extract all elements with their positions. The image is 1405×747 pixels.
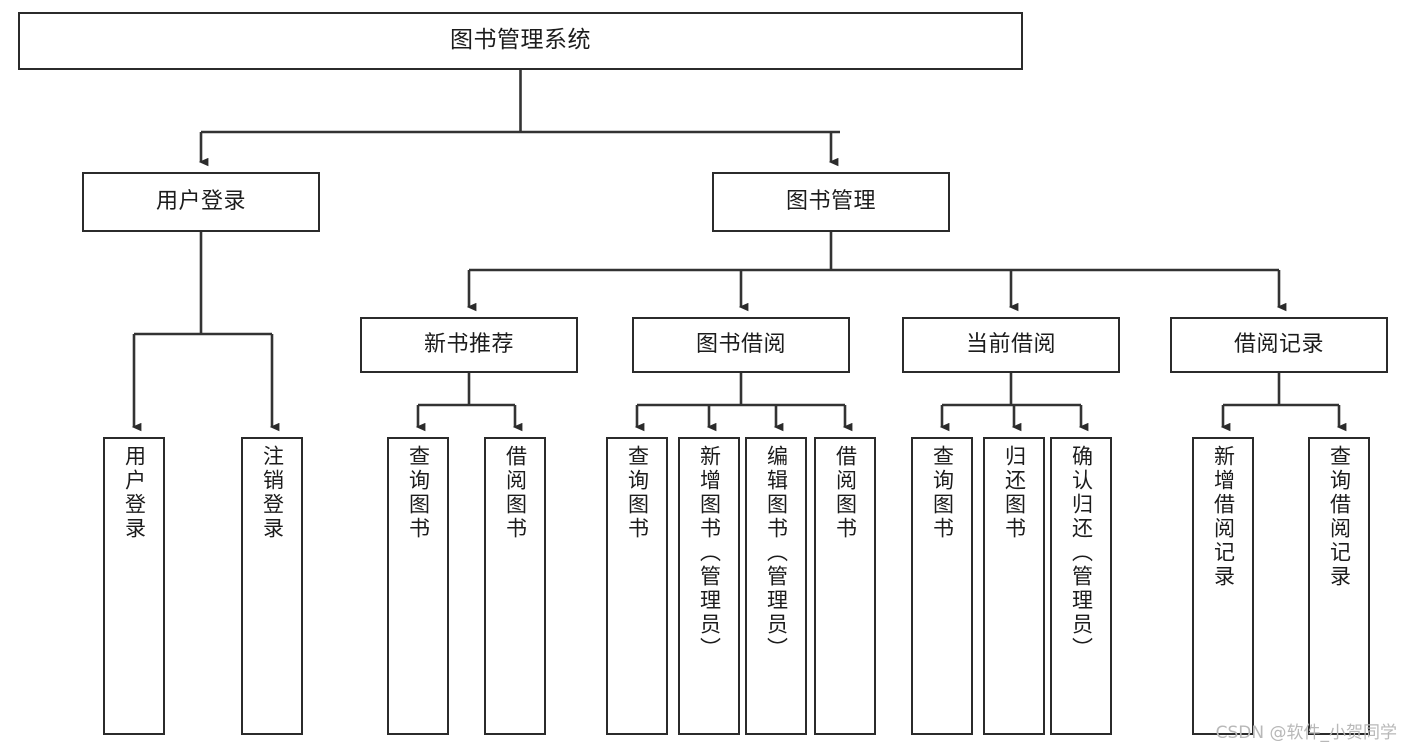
node-book-management-label: 图书管理 bbox=[785, 189, 876, 215]
node-leaf-query-borrow-record[interactable]: 查询借阅记录 bbox=[1308, 437, 1370, 735]
watermark-credit: CSDN @软件_小贺同学 bbox=[1215, 723, 1397, 743]
node-new-book-recommend-label: 新书推荐 bbox=[423, 332, 514, 358]
node-borrow-record-label: 借阅记录 bbox=[1233, 332, 1324, 358]
node-leaf-label: 确认归还（管理员） bbox=[1069, 445, 1094, 661]
node-book-borrow[interactable]: 图书借阅 bbox=[632, 317, 850, 373]
node-root-label: 图书管理系统 bbox=[450, 27, 591, 54]
node-borrow-record[interactable]: 借阅记录 bbox=[1170, 317, 1388, 373]
node-book-borrow-label: 图书借阅 bbox=[695, 332, 786, 358]
node-leaf-logout[interactable]: 注销登录 bbox=[241, 437, 303, 735]
node-leaf-label: 新增借阅记录 bbox=[1211, 445, 1236, 589]
node-leaf-borrow-book[interactable]: 借阅图书 bbox=[814, 437, 876, 735]
node-current-borrow[interactable]: 当前借阅 bbox=[902, 317, 1120, 373]
node-leaf-label: 查询借阅记录 bbox=[1327, 445, 1352, 589]
node-current-borrow-label: 当前借阅 bbox=[965, 332, 1056, 358]
node-user-login[interactable]: 用户登录 bbox=[82, 172, 320, 232]
node-leaf-label: 编辑图书（管理员） bbox=[764, 445, 789, 661]
node-leaf-user-login[interactable]: 用户登录 bbox=[103, 437, 165, 735]
node-leaf-label: 用户登录 bbox=[122, 445, 147, 541]
node-book-management[interactable]: 图书管理 bbox=[712, 172, 950, 232]
node-leaf-label: 借阅图书 bbox=[503, 445, 528, 541]
node-leaf-borrow-book-newbook[interactable]: 借阅图书 bbox=[484, 437, 546, 735]
node-leaf-label: 新增图书（管理员） bbox=[697, 445, 722, 661]
node-leaf-label: 归还图书 bbox=[1002, 445, 1027, 541]
node-leaf-label: 查询图书 bbox=[625, 445, 650, 541]
node-leaf-query-book-current[interactable]: 查询图书 bbox=[911, 437, 973, 735]
node-user-login-label: 用户登录 bbox=[155, 189, 246, 215]
node-leaf-add-borrow-record[interactable]: 新增借阅记录 bbox=[1192, 437, 1254, 735]
node-leaf-add-book-admin[interactable]: 新增图书（管理员） bbox=[678, 437, 740, 735]
node-leaf-label: 借阅图书 bbox=[833, 445, 858, 541]
node-leaf-return-book[interactable]: 归还图书 bbox=[983, 437, 1045, 735]
node-leaf-label: 注销登录 bbox=[260, 445, 285, 541]
node-leaf-label: 查询图书 bbox=[406, 445, 431, 541]
node-root-system[interactable]: 图书管理系统 bbox=[18, 12, 1023, 70]
node-new-book-recommend[interactable]: 新书推荐 bbox=[360, 317, 578, 373]
node-leaf-label: 查询图书 bbox=[930, 445, 955, 541]
node-leaf-query-book-borrow[interactable]: 查询图书 bbox=[606, 437, 668, 735]
node-leaf-confirm-return-admin[interactable]: 确认归还（管理员） bbox=[1050, 437, 1112, 735]
node-leaf-edit-book-admin[interactable]: 编辑图书（管理员） bbox=[745, 437, 807, 735]
node-leaf-query-book-newbook[interactable]: 查询图书 bbox=[387, 437, 449, 735]
